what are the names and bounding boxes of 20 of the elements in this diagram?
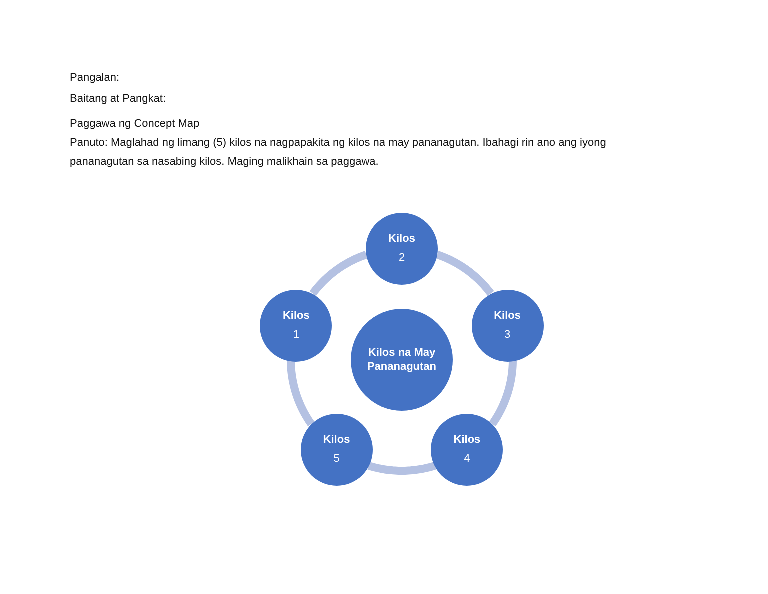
node-label: Kilos xyxy=(282,308,310,324)
ring-connector xyxy=(435,251,494,296)
ring-connector xyxy=(366,462,438,475)
node-label: Kilos xyxy=(494,308,522,324)
central-topic-label: Kilos na May Pananagutan xyxy=(366,346,438,374)
node-number: 4 xyxy=(464,452,470,467)
node-number: 3 xyxy=(504,328,511,343)
node-label: Kilos xyxy=(388,232,416,247)
form-field-label: Baitang at Pangkat: xyxy=(70,92,166,107)
ring-connector xyxy=(489,358,517,427)
node-number: 1 xyxy=(293,328,300,343)
instructions-text: Panuto: Maglahad ng limang (5) kilos na nagpapakita ng kilos na may pananagutan. Ibahagi rin ano ang iyong pananagutan sa nasabing kilos. Maging malikhain sa paggawa. xyxy=(70,136,608,170)
ring-connector xyxy=(287,358,315,427)
node-label: Kilos xyxy=(323,432,350,448)
node-number: 2 xyxy=(398,251,406,266)
form-field-label: Pangalan: xyxy=(70,71,120,86)
node-number: 5 xyxy=(334,452,340,467)
node-label: Kilos xyxy=(454,432,481,448)
heading-text: Paggawa ng Concept Map xyxy=(70,117,200,132)
ring-connector xyxy=(310,251,369,296)
